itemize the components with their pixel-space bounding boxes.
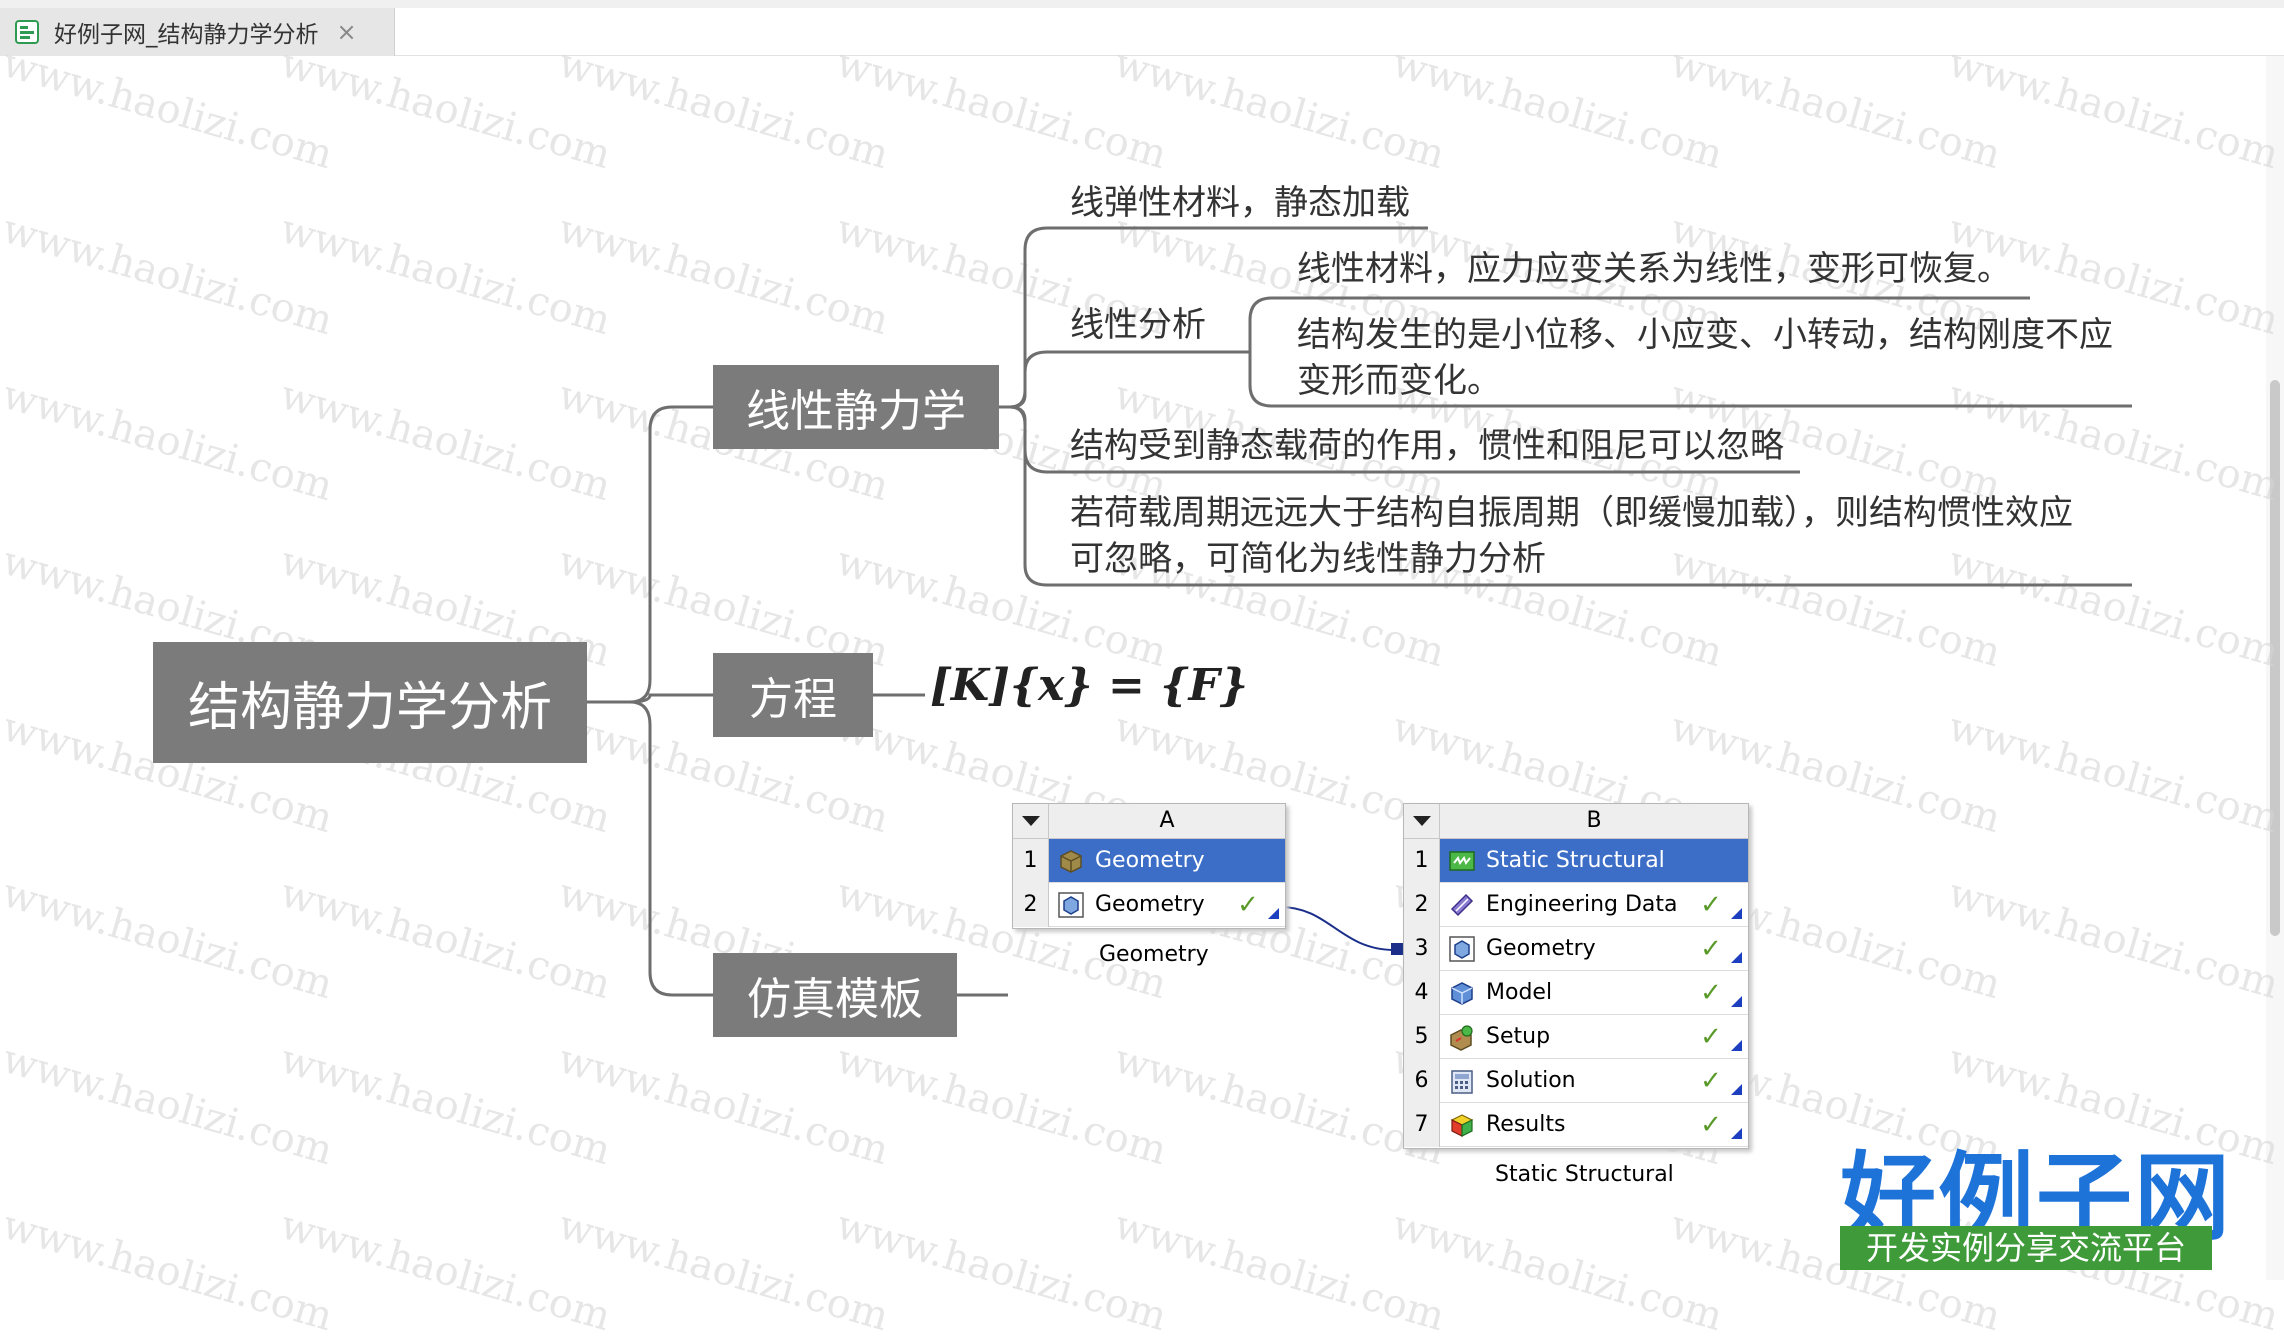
leaf-small-deformation-line2: 变形而变化。: [1297, 361, 1501, 401]
row-label: Geometry: [1095, 892, 1205, 917]
row-number: 1: [1404, 838, 1440, 883]
block-a-row[interactable]: 1 Geometry: [1013, 838, 1285, 883]
branch-linear-statics[interactable]: 线性静力学: [713, 365, 999, 449]
geometry-cube-icon: [1448, 935, 1476, 963]
block-a-header: A: [1013, 804, 1285, 839]
status-corner-icon: [1726, 1103, 1748, 1147]
equation-formula[interactable]: [K]{x} = {F}: [930, 660, 1249, 711]
row-number: 5: [1404, 1014, 1440, 1059]
branch-equation[interactable]: 方程: [713, 653, 873, 737]
block-b-row[interactable]: 1 Static Structural: [1404, 838, 1748, 883]
status-corner-icon: [1726, 1015, 1748, 1059]
block-b-dropdown-icon[interactable]: [1404, 804, 1440, 838]
block-a-caption[interactable]: Geometry: [1099, 942, 1209, 967]
row-number: 3: [1404, 926, 1440, 971]
block-b-row[interactable]: 6 Solution ✓: [1404, 1058, 1748, 1103]
row-label: Solution: [1486, 1068, 1576, 1093]
row-number: 1: [1013, 838, 1049, 883]
row-number: 2: [1404, 882, 1440, 927]
status-check-icon: ✓: [1700, 977, 1722, 1008]
document-tab[interactable]: 好例子网_结构静力学分析 ×: [0, 8, 395, 56]
geometry-cube-icon: [1057, 891, 1085, 919]
row-label: Geometry: [1095, 848, 1205, 873]
block-a-row[interactable]: 2 Geometry ✓: [1013, 882, 1285, 927]
setup-icon: [1448, 1023, 1476, 1051]
model-icon: [1448, 979, 1476, 1007]
leaf-static-load[interactable]: 结构受到静态载荷的作用，惯性和阻尼可以忽略: [1070, 426, 1784, 466]
row-label: Geometry: [1486, 936, 1596, 961]
status-check-icon: ✓: [1700, 1021, 1722, 1052]
status-corner-icon: [1726, 883, 1748, 927]
tab-title: 好例子网_结构静力学分析: [54, 22, 319, 48]
row-number: 6: [1404, 1058, 1440, 1103]
status-check-icon: ✓: [1237, 889, 1259, 920]
row-label: Engineering Data: [1486, 892, 1678, 917]
row-number: 2: [1013, 882, 1049, 927]
status-check-icon: ✓: [1700, 889, 1722, 920]
block-a-column-label: A: [1159, 808, 1175, 833]
leaf-slow-loading-line2: 可忽略，可简化为线性静力分析: [1070, 539, 1546, 579]
close-icon[interactable]: ×: [336, 18, 357, 46]
leaf-slow-loading-line1[interactable]: 若荷载周期远远大于结构自振周期（即缓慢加载），则结构惯性效应: [1070, 493, 2073, 533]
status-corner-icon: [1726, 971, 1748, 1015]
row-number: 7: [1404, 1102, 1440, 1147]
mindmap-connectors: [587, 226, 2132, 997]
status-corner-icon: [1726, 1059, 1748, 1103]
results-icon: [1448, 1111, 1476, 1139]
leaf-small-deformation-line1[interactable]: 结构发生的是小位移、小应变、小转动，结构刚度不应: [1297, 315, 2113, 355]
block-b-header: B: [1404, 804, 1748, 839]
block-b-column-label: B: [1586, 808, 1602, 833]
static-structural-icon: [1448, 847, 1476, 875]
solution-icon: [1448, 1067, 1476, 1095]
status-check-icon: ✓: [1700, 1065, 1722, 1096]
leaf-linear-analysis[interactable]: 线性分析: [1070, 305, 1206, 345]
block-b-row[interactable]: 3 Geometry ✓: [1404, 926, 1748, 971]
status-corner-icon: [1726, 927, 1748, 971]
row-label: Results: [1486, 1112, 1566, 1137]
block-a-dropdown-icon[interactable]: [1013, 804, 1049, 838]
branch-simulation-template[interactable]: 仿真模板: [713, 953, 957, 1037]
block-b-caption[interactable]: Static Structural: [1495, 1162, 1674, 1187]
row-label: Setup: [1486, 1024, 1551, 1049]
geometry-box-icon: [1057, 847, 1085, 875]
mindmap-file-icon: [14, 19, 40, 45]
block-b-row[interactable]: 7 Results ✓: [1404, 1102, 1748, 1147]
status-corner-icon: [1263, 883, 1285, 927]
row-label: Static Structural: [1486, 848, 1665, 873]
engineering-data-icon: [1448, 891, 1476, 919]
status-check-icon: ✓: [1700, 1109, 1722, 1140]
block-b-row[interactable]: 2 Engineering Data ✓: [1404, 882, 1748, 927]
row-label: Model: [1486, 980, 1553, 1005]
status-check-icon: ✓: [1700, 933, 1722, 964]
system-block-a[interactable]: A 1 Geometry 2 Geometry ✓: [1012, 803, 1286, 929]
block-b-row[interactable]: 4 Model ✓: [1404, 970, 1748, 1015]
site-logo-slogan: 开发实例分享交流平台: [1840, 1226, 2212, 1270]
system-block-b[interactable]: B 1 Static Structural 2 Engineering Data…: [1403, 803, 1749, 1149]
leaf-linear-elastic[interactable]: 线弹性材料，静态加载: [1070, 183, 1410, 223]
leaf-linear-material[interactable]: 线性材料，应力应变关系为线性，变形可恢复。: [1297, 249, 2011, 289]
scrollbar-thumb[interactable]: [2270, 380, 2280, 936]
root-node[interactable]: 结构静力学分析: [153, 642, 587, 763]
row-number: 4: [1404, 970, 1440, 1015]
block-b-row[interactable]: 5 Setup ✓: [1404, 1014, 1748, 1059]
